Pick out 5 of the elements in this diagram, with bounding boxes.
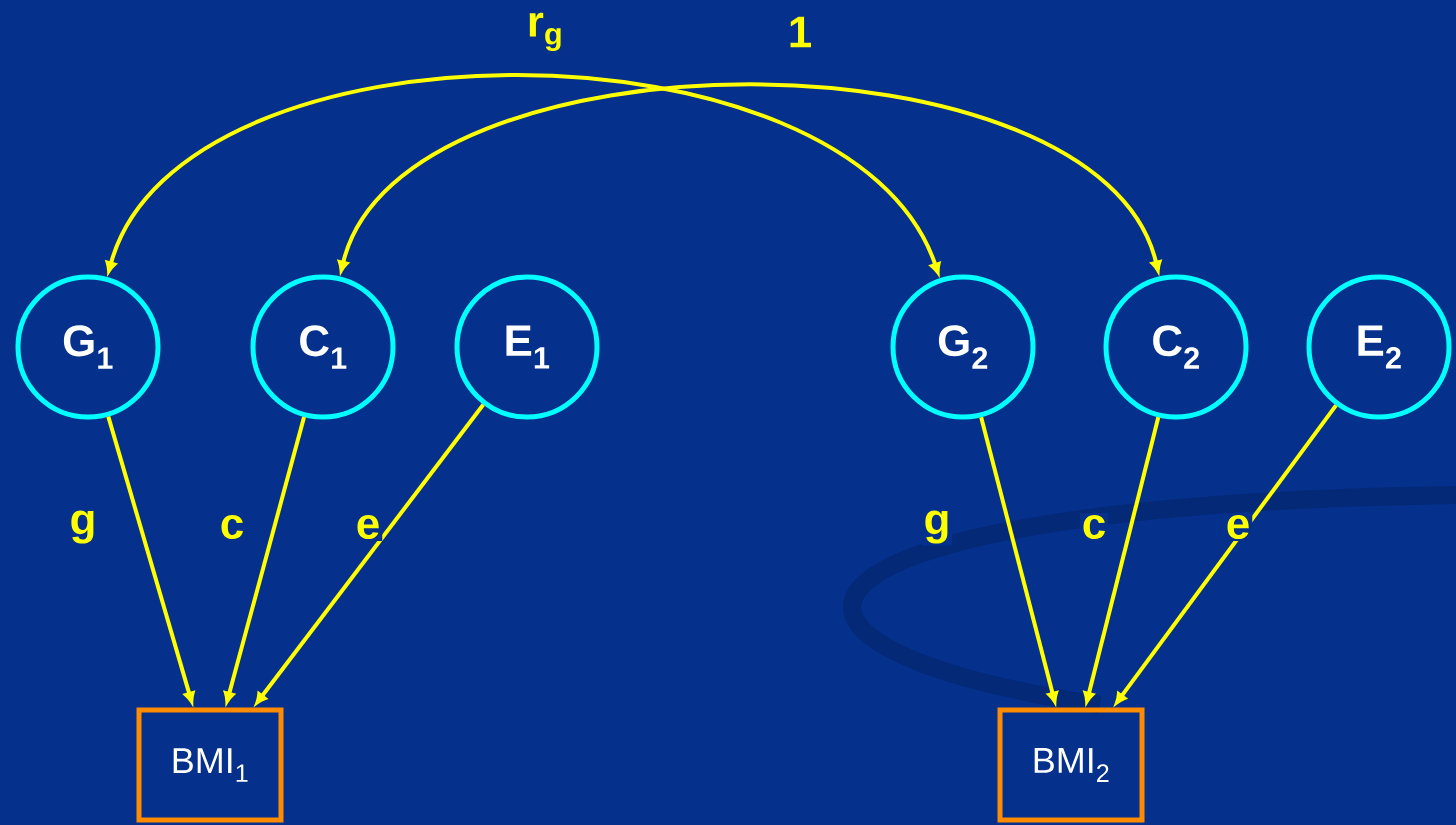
edge-label: g: [921, 508, 953, 546]
measured-box: BMI$_{2}$: [997, 707, 1145, 823]
edge-label: g: [67, 508, 99, 546]
edge-label: r$_{g}$: [524, 10, 566, 54]
measured-box: BMI$_{1}$: [136, 707, 284, 823]
